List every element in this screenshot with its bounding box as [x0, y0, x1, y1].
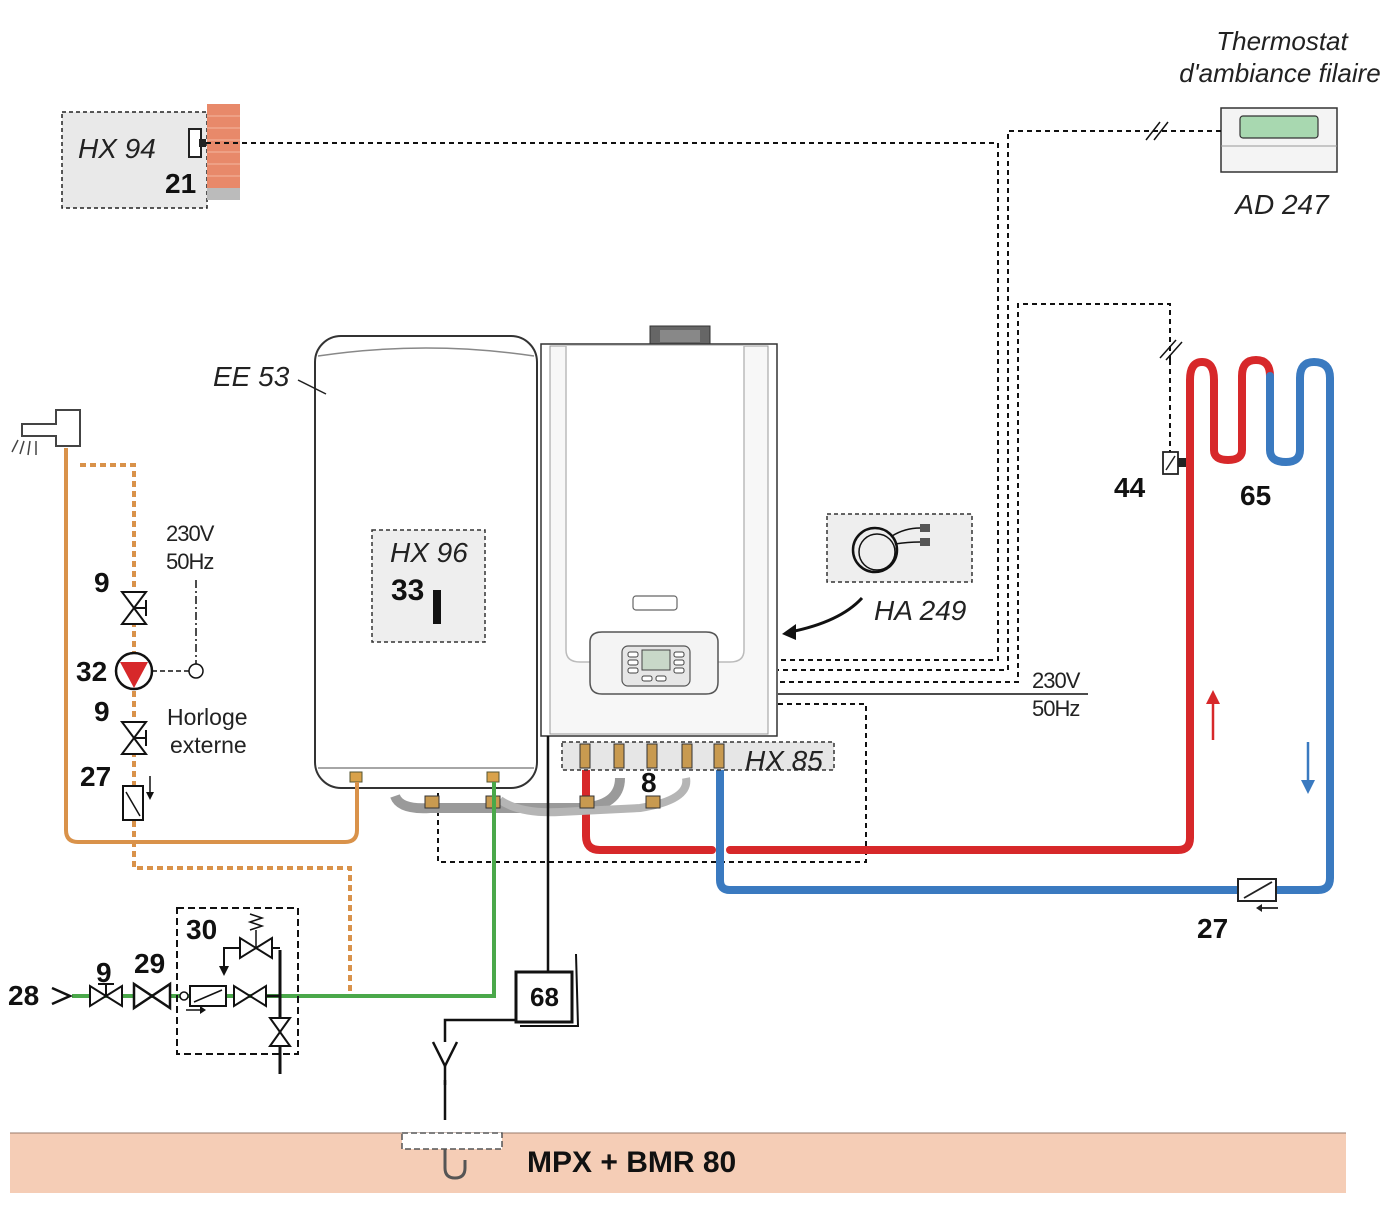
neutralizer-68 — [514, 970, 574, 1024]
ee53-label: EE 53 — [213, 361, 290, 392]
tank-sensor-icon — [433, 590, 441, 624]
mpx-bmr80-label: MPX + BMR 80 — [527, 1146, 736, 1179]
thermostat-ad247 — [1220, 107, 1338, 173]
boiler-display — [641, 649, 671, 671]
brick-wall — [207, 104, 240, 188]
item-30-label: 30 — [186, 914, 217, 945]
item-8-label: 8 — [641, 767, 657, 798]
hx94-outdoor-sensor-box — [61, 104, 240, 209]
dhw-pipes — [64, 448, 359, 992]
valve-9-top — [120, 591, 148, 625]
hot-flow-pipe — [726, 356, 1274, 854]
safety-group-30 — [176, 907, 299, 1074]
valve-9-bottom — [89, 983, 123, 1008]
hx96-label: HX 96 — [390, 537, 468, 568]
valve-29 — [132, 981, 172, 1011]
item-33-label: 33 — [391, 574, 424, 607]
thermostatic-valve-27-left — [122, 776, 154, 821]
horloge-label-line2: externe — [170, 732, 247, 758]
item-44-label: 44 — [1114, 472, 1146, 503]
ha249-accessory-box — [782, 513, 973, 640]
power-50hz-left: 50Hz — [166, 549, 213, 574]
clock-icon — [188, 663, 204, 679]
hx85-connection-kit — [390, 741, 835, 817]
inlet-28-arrow — [51, 986, 74, 1006]
thermostat-label-line1: Thermostat — [1216, 26, 1349, 56]
floor-drain — [401, 1041, 503, 1180]
cable-coil-icon — [851, 526, 899, 574]
item-9-bottom-label: 9 — [96, 957, 112, 988]
flow-arrows — [1206, 690, 1315, 794]
item-32-label: 32 — [76, 656, 107, 687]
item-9-mid-label: 9 — [94, 696, 110, 727]
tap-icon — [11, 409, 81, 456]
circulator-pump-32 — [114, 580, 204, 691]
floor-slab — [10, 1133, 1346, 1193]
cold-return-pipe — [716, 358, 1334, 894]
hx85-label: HX 85 — [745, 745, 823, 776]
item-21-label: 21 — [165, 168, 196, 199]
thermostat-label-line2: d'ambiance filaire — [1179, 58, 1381, 88]
sensor-44-icon — [1162, 451, 1186, 475]
condensate-drain — [443, 736, 580, 1042]
power-50hz-right: 50Hz — [1032, 696, 1079, 721]
item-28-label: 28 — [8, 980, 39, 1011]
power-230v-left: 230V — [166, 521, 215, 546]
horloge-label-line1: Horloge — [167, 704, 248, 730]
valve-9-mid — [120, 721, 148, 755]
ha249-label: HA 249 — [874, 595, 966, 626]
wire-break-marks — [1145, 121, 1183, 361]
item-9-top-label: 9 — [94, 567, 110, 598]
item-27-left-label: 27 — [80, 761, 111, 792]
hx94-label: HX 94 — [78, 133, 156, 164]
underfloor-heating-loop — [582, 356, 1334, 894]
boiler-unit — [540, 325, 778, 737]
item-68-label: 68 — [530, 982, 559, 1012]
power-230v-right: 230V — [1032, 668, 1081, 693]
thermostat-screen — [1239, 115, 1319, 139]
item-65-label: 65 — [1240, 480, 1271, 511]
hx96-sensor-box — [371, 529, 486, 643]
item-29-label: 29 — [134, 948, 165, 979]
ad247-label: AD 247 — [1233, 189, 1330, 220]
thermostatic-valve-27-right — [1237, 878, 1278, 912]
item-27-right-label: 27 — [1197, 913, 1228, 944]
